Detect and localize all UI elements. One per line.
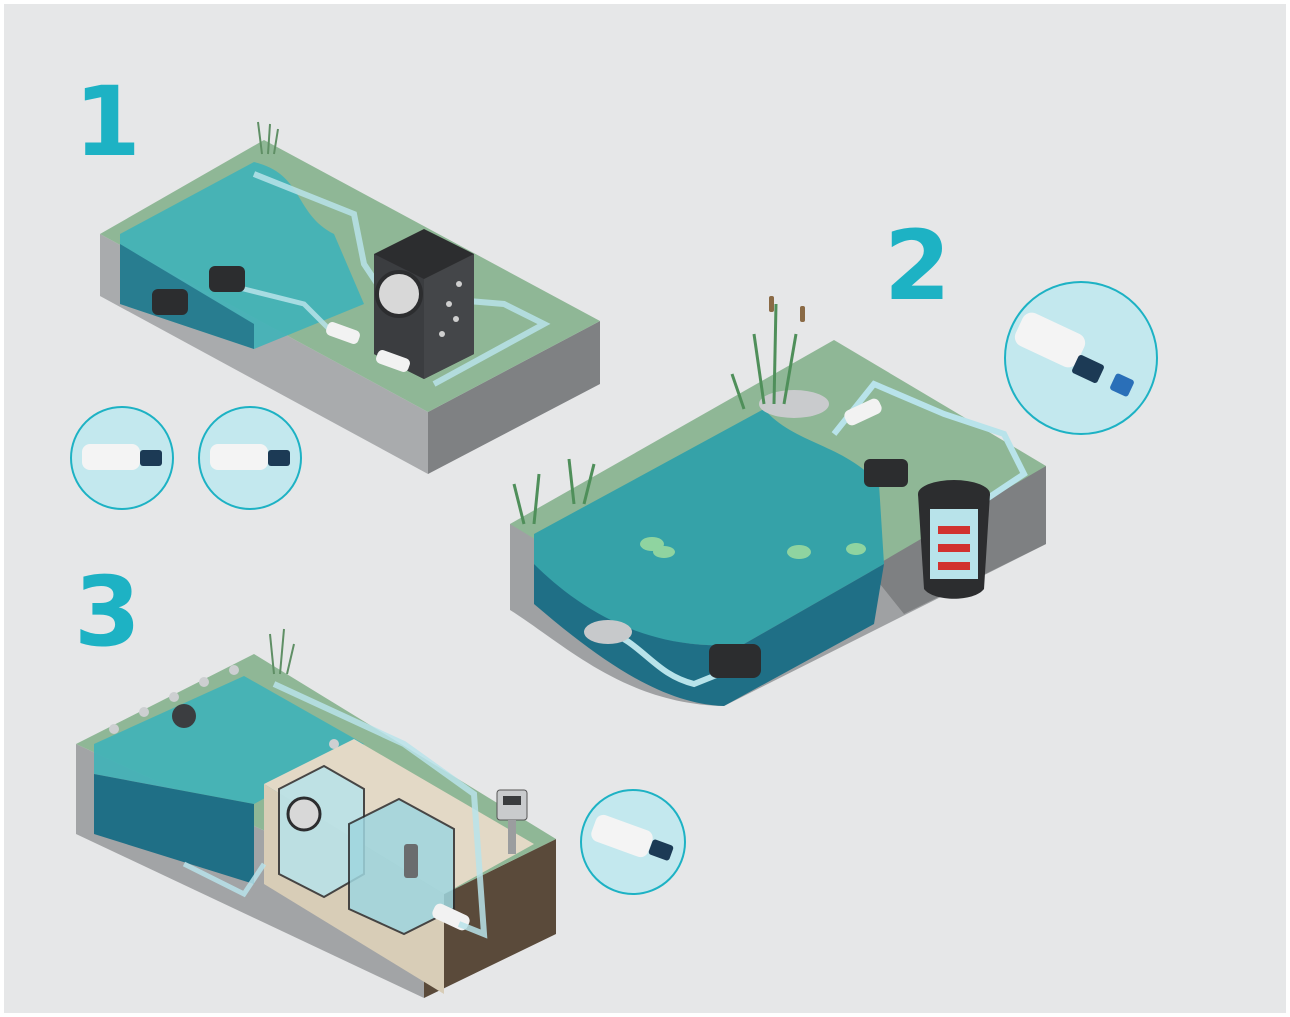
illustration-svg bbox=[70, 121, 1158, 998]
pressure-filter-icon bbox=[918, 480, 990, 599]
hose-connector-icon bbox=[70, 406, 302, 510]
diagram-canvas: 1 2 3 bbox=[4, 4, 1286, 1013]
step-3-number: 3 bbox=[74, 556, 141, 668]
scene-1-pond-filter-system bbox=[100, 121, 600, 474]
pump-icon bbox=[152, 266, 245, 315]
step-2-number: 2 bbox=[884, 210, 951, 322]
scene-3-buried-filter-system bbox=[76, 628, 556, 998]
filter-box-icon bbox=[278, 764, 455, 936]
uv-clarifier-icon bbox=[326, 322, 410, 372]
skimmer-icon bbox=[172, 704, 196, 728]
filter-box-icon bbox=[374, 229, 474, 379]
hose-connector-icon bbox=[1004, 281, 1158, 435]
step-1-number: 1 bbox=[74, 66, 141, 178]
hose-connector-icon bbox=[580, 789, 686, 895]
controller-icon bbox=[496, 789, 528, 854]
scene-2-pond-pressure-filter bbox=[510, 296, 1046, 706]
